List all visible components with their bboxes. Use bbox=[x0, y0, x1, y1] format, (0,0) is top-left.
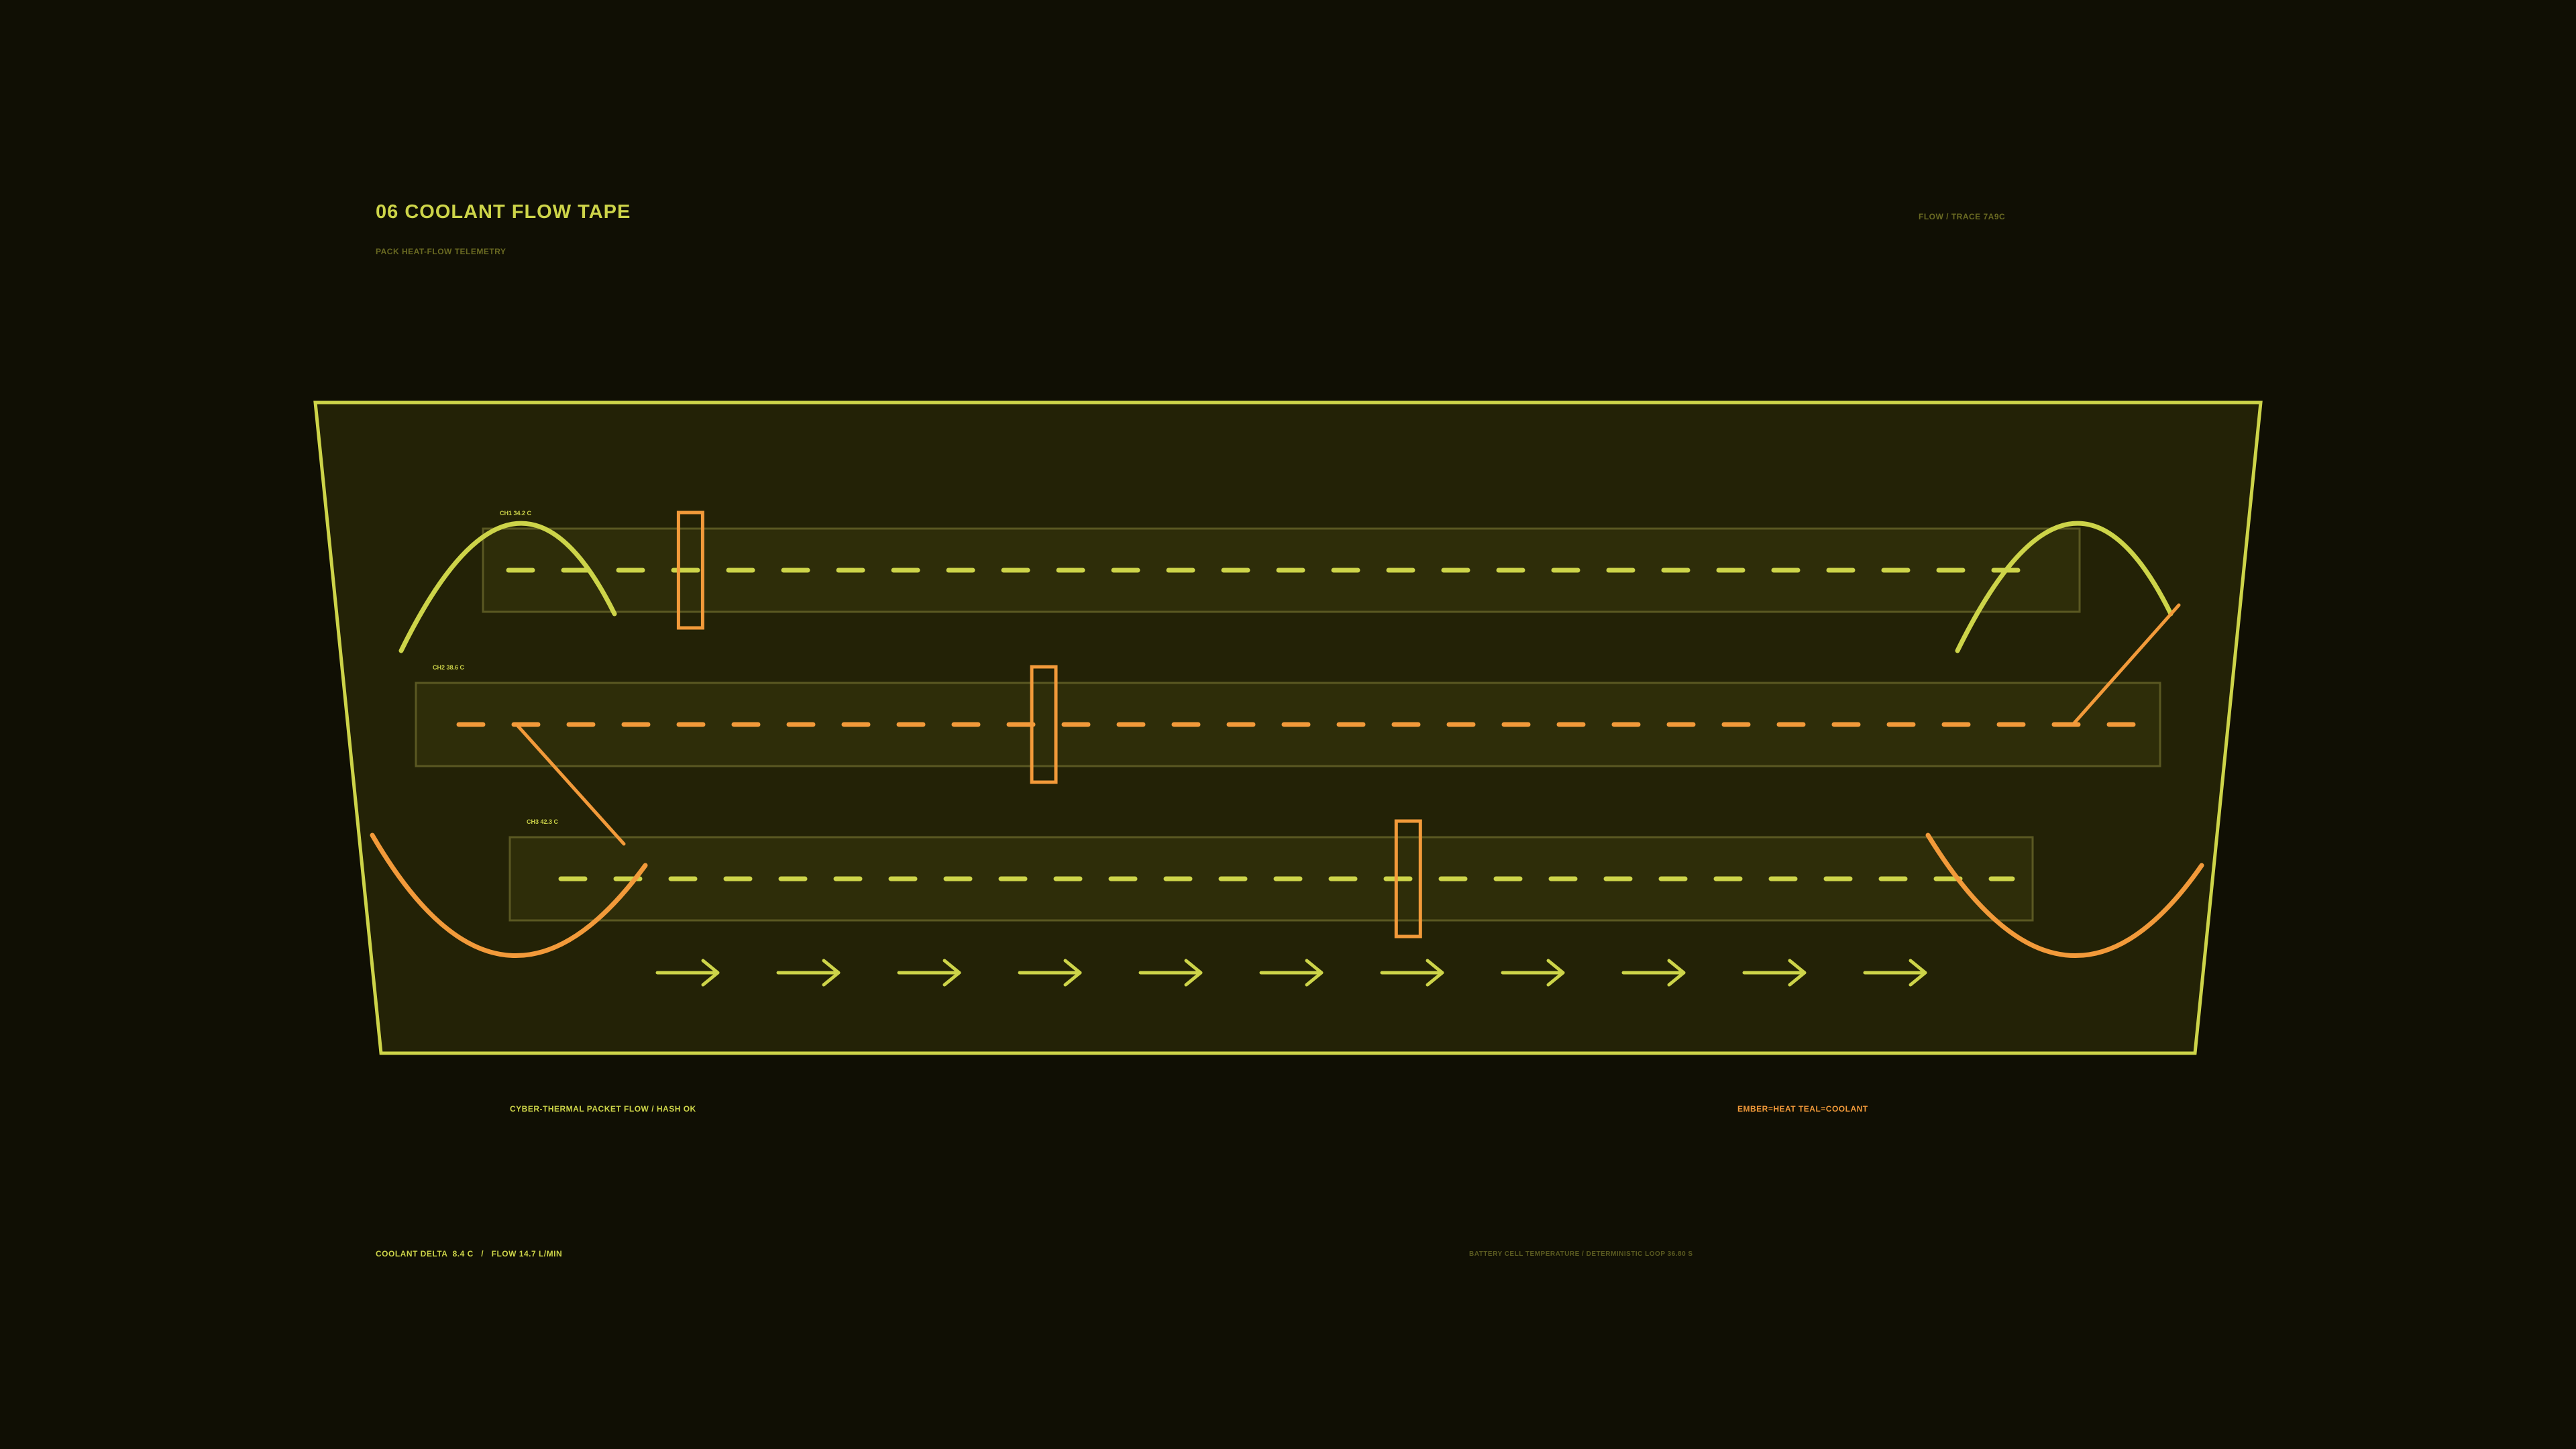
page-subtitle: PACK HEAT-FLOW TELEMETRY bbox=[376, 247, 506, 256]
channel-label-2: CH2 38.6 C bbox=[433, 664, 465, 671]
loop-arcs bbox=[370, 521, 2204, 959]
channel-label-1: CH1 34.2 C bbox=[500, 510, 532, 517]
channel-markers bbox=[676, 511, 1422, 938]
trace-id-label: FLOW / TRACE 7A9C bbox=[1919, 212, 2006, 221]
flow-arrow bbox=[1380, 959, 1444, 987]
channel-label-3: CH3 42.3 C bbox=[527, 818, 559, 825]
packet-flow-status: CYBER-THERMAL PACKET FLOW / HASH OK bbox=[510, 1104, 696, 1114]
footer-caption: BATTERY CELL TEMPERATURE / DETERMINISTIC… bbox=[1469, 1250, 1693, 1258]
channel-marker-1 bbox=[676, 511, 704, 630]
flow-arrow bbox=[776, 959, 841, 987]
coolant-readout: COOLANT DELTA 8.4 C / FLOW 14.7 L/MIN bbox=[376, 1249, 563, 1258]
channel-marker-2 bbox=[1030, 665, 1058, 784]
loop-arc-top-left bbox=[398, 521, 617, 653]
cross-link-right bbox=[2071, 603, 2181, 727]
flow-arrow bbox=[1863, 959, 1927, 987]
page-title: 06 COOLANT FLOW TAPE bbox=[376, 201, 631, 223]
flow-arrow bbox=[1621, 959, 1686, 987]
loop-arc-bottom-right bbox=[1925, 833, 2204, 959]
channel-marker-3 bbox=[1394, 819, 1422, 938]
loop-arc-bottom-left bbox=[370, 833, 648, 959]
color-legend: EMBER=HEAT TEAL=COOLANT bbox=[1737, 1104, 1868, 1114]
flow-arrow bbox=[1018, 959, 1082, 987]
flow-arrow bbox=[897, 959, 961, 987]
flow-arrow bbox=[1259, 959, 1324, 987]
cross-link-left bbox=[515, 722, 626, 846]
loop-arc-top-right bbox=[1955, 521, 2174, 653]
channel-lanes: CH1 34.2 C CH2 38.6 C CH3 42.3 C bbox=[415, 510, 2161, 922]
flow-arrow bbox=[1501, 959, 1565, 987]
flow-arrow bbox=[655, 959, 720, 987]
flow-arrow bbox=[1138, 959, 1203, 987]
flow-direction-arrows bbox=[655, 959, 1927, 987]
flow-arrow bbox=[1742, 959, 1807, 987]
